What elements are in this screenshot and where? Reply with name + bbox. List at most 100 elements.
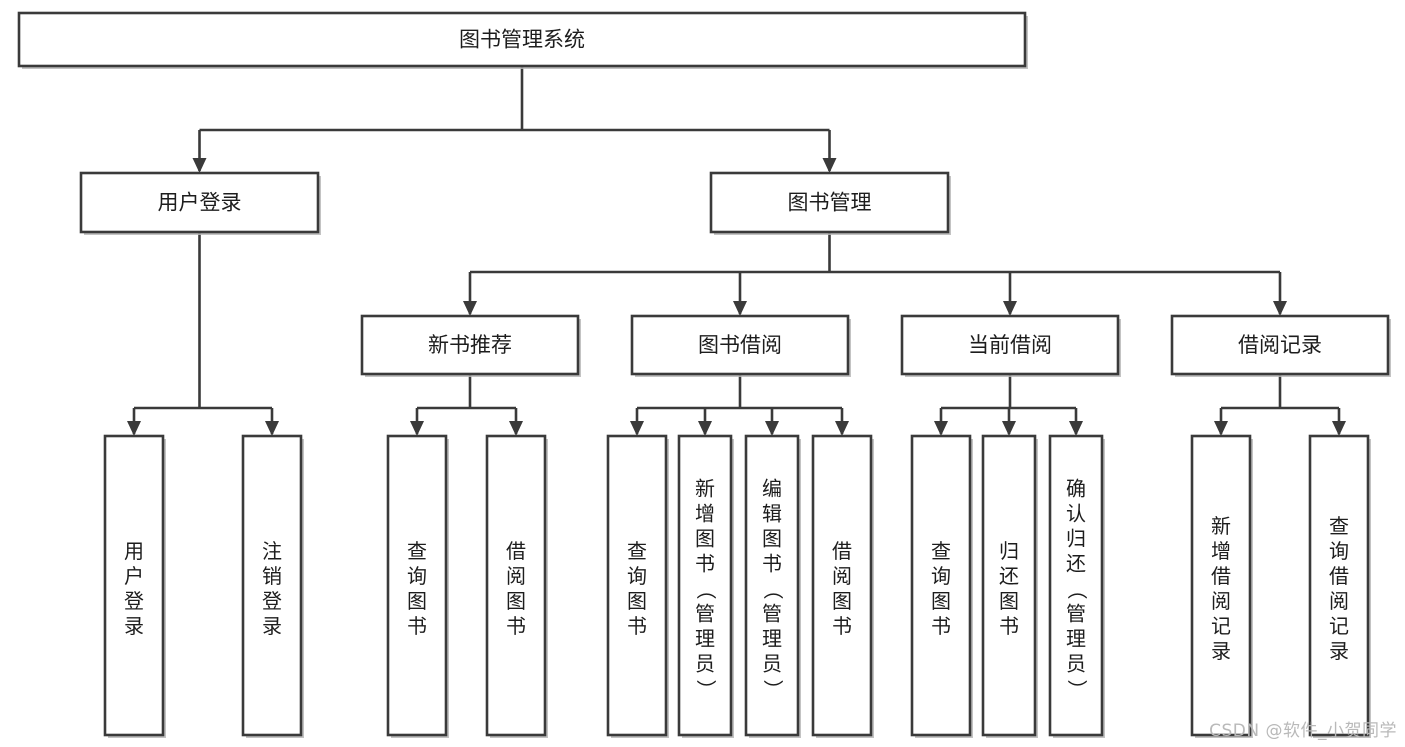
- node-label-root: 图书管理系统: [459, 28, 585, 52]
- leaf-node-9[interactable]: [981, 434, 1038, 738]
- node-root-图书管理系统[interactable]: [17, 11, 1028, 69]
- svg-text:书: 书: [627, 614, 647, 638]
- arrow-head-icon: [835, 421, 849, 436]
- svg-text:新: 新: [695, 477, 715, 501]
- svg-text:借: 借: [832, 539, 852, 563]
- svg-text:员: 员: [695, 652, 715, 676]
- node-level3-0[interactable]: [360, 314, 581, 377]
- leaf-label-0: 用户登录: [124, 539, 144, 638]
- svg-text:查: 查: [627, 539, 647, 563]
- arrow-head-icon: [630, 421, 644, 436]
- leaf-node-6[interactable]: [744, 434, 801, 738]
- svg-text:管: 管: [1066, 602, 1086, 626]
- svg-text:询: 询: [627, 564, 647, 588]
- leaf-node-0[interactable]: [103, 434, 166, 738]
- svg-text:（: （: [1065, 580, 1089, 600]
- svg-text:理: 理: [762, 627, 782, 651]
- arrow-head-icon: [1069, 421, 1083, 436]
- leaf-node-10[interactable]: [1048, 434, 1105, 738]
- svg-text:书: 书: [999, 614, 1019, 638]
- svg-text:销: 销: [262, 564, 282, 588]
- leaf-node-11[interactable]: [1190, 434, 1253, 738]
- arrow-head-icon: [698, 421, 712, 436]
- svg-text:图: 图: [506, 589, 526, 613]
- leaf-node-3[interactable]: [485, 434, 548, 738]
- svg-text:辑: 辑: [762, 502, 782, 526]
- leaf-node-1[interactable]: [241, 434, 304, 738]
- svg-text:书: 书: [832, 614, 852, 638]
- node-level3-2[interactable]: [900, 314, 1121, 377]
- node-label-level3-3: 借阅记录: [1238, 333, 1322, 357]
- node-label-level2-0: 用户登录: [158, 191, 242, 215]
- svg-text:登: 登: [124, 589, 144, 613]
- svg-text:归: 归: [1066, 527, 1086, 551]
- node-level2-1[interactable]: [709, 171, 951, 235]
- arrow-head-icon: [733, 301, 747, 316]
- svg-text:员: 员: [762, 652, 782, 676]
- svg-text:新: 新: [1211, 514, 1231, 538]
- leaf-node-2[interactable]: [386, 434, 449, 738]
- svg-text:图: 图: [695, 527, 715, 551]
- edges-layer: [127, 66, 1346, 436]
- arrow-head-icon: [265, 421, 279, 436]
- node-level3-1[interactable]: [630, 314, 851, 377]
- arrow-head-icon: [1214, 421, 1228, 436]
- svg-text:）: ）: [761, 680, 785, 700]
- svg-text:书: 书: [407, 614, 427, 638]
- svg-text:）: ）: [694, 680, 718, 700]
- svg-text:登: 登: [262, 589, 282, 613]
- svg-text:图: 图: [999, 589, 1019, 613]
- arrow-head-icon: [765, 421, 779, 436]
- svg-text:查: 查: [407, 539, 427, 563]
- svg-text:图: 图: [762, 527, 782, 551]
- node-label-level3-1: 图书借阅: [698, 333, 782, 357]
- svg-text:图: 图: [832, 589, 852, 613]
- svg-text:确: 确: [1066, 477, 1086, 501]
- leaf-node-7[interactable]: [811, 434, 874, 738]
- svg-text:增: 增: [1211, 539, 1231, 563]
- svg-text:图: 图: [627, 589, 647, 613]
- arrow-head-icon: [410, 421, 424, 436]
- arrow-head-icon: [509, 421, 523, 436]
- arrow-head-icon: [822, 158, 837, 173]
- node-level2-0[interactable]: [79, 171, 321, 235]
- svg-text:书: 书: [506, 614, 526, 638]
- arrow-head-icon: [192, 158, 207, 173]
- svg-text:编: 编: [762, 477, 782, 501]
- svg-text:理: 理: [695, 627, 715, 651]
- node-level3-3[interactable]: [1170, 314, 1391, 377]
- leaf-node-5[interactable]: [677, 434, 734, 738]
- svg-text:员: 员: [1066, 652, 1086, 676]
- node-label-level3-2: 当前借阅: [968, 333, 1052, 357]
- svg-text:归: 归: [999, 539, 1019, 563]
- svg-text:询: 询: [407, 564, 427, 588]
- svg-text:借: 借: [506, 539, 526, 563]
- svg-text:阅: 阅: [832, 564, 852, 588]
- svg-text:录: 录: [1329, 639, 1349, 663]
- svg-text:记: 记: [1211, 614, 1231, 638]
- svg-text:借: 借: [1329, 564, 1349, 588]
- leaf-node-12[interactable]: [1308, 434, 1371, 738]
- svg-text:还: 还: [1066, 552, 1086, 576]
- leaf-node-8[interactable]: [910, 434, 973, 738]
- nodes-layer: 图书管理系统用户登录图书管理新书推荐图书借阅当前借阅借阅记录用户登录注销登录查询…: [17, 11, 1391, 738]
- svg-text:增: 增: [695, 502, 715, 526]
- svg-text:询: 询: [931, 564, 951, 588]
- svg-text:录: 录: [1211, 639, 1231, 663]
- svg-text:认: 认: [1066, 502, 1086, 526]
- svg-text:书: 书: [695, 552, 715, 576]
- svg-text:书: 书: [762, 552, 782, 576]
- svg-text:阅: 阅: [1211, 589, 1231, 613]
- svg-text:管: 管: [695, 602, 715, 626]
- leaf-node-4[interactable]: [606, 434, 669, 738]
